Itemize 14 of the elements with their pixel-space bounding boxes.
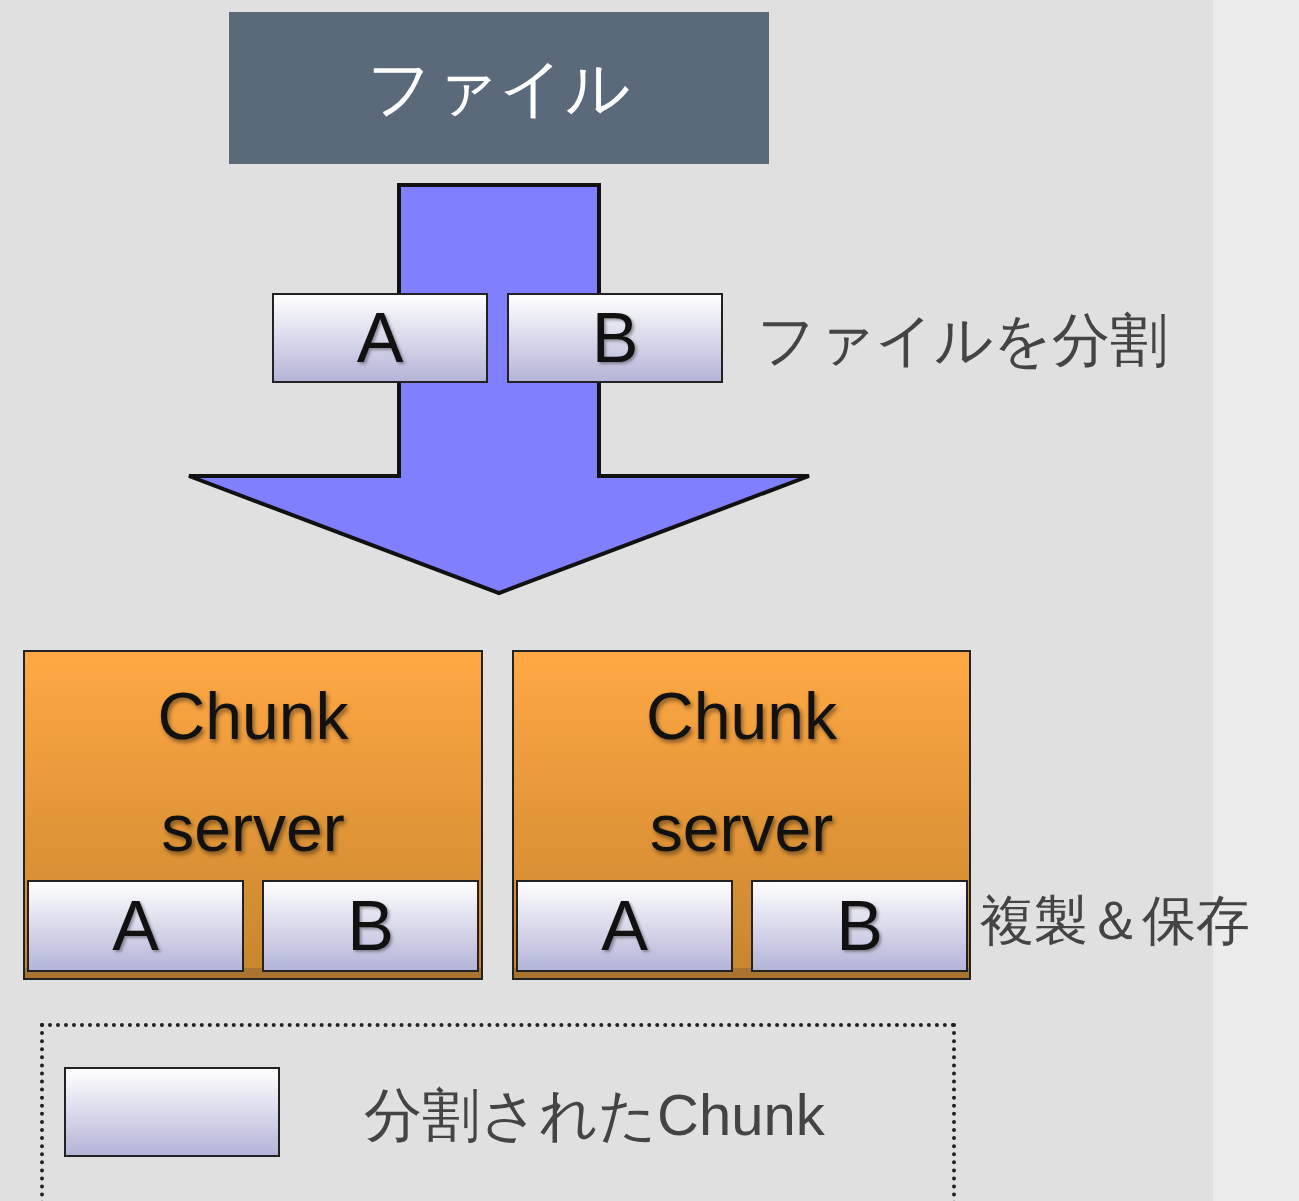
chunk-block: A (272, 293, 488, 383)
server-label: Chunk server (156, 678, 350, 867)
legend-text: 分割されたChunk (364, 1081, 825, 1149)
chunk-block: B (751, 880, 968, 972)
chunk-server-box (23, 650, 483, 980)
file-box: ファイル (229, 12, 769, 164)
server-label: Chunk server (645, 678, 838, 867)
chunk-server-box (512, 650, 971, 980)
chunk-block: A (27, 880, 244, 972)
chunk-block: B (507, 293, 723, 383)
chunk-block: B (262, 880, 479, 972)
chunk-block: A (516, 880, 733, 972)
annotation-text: ファイルを分割 (757, 306, 1168, 374)
annotation-text: 複製＆保存 (980, 889, 1250, 952)
